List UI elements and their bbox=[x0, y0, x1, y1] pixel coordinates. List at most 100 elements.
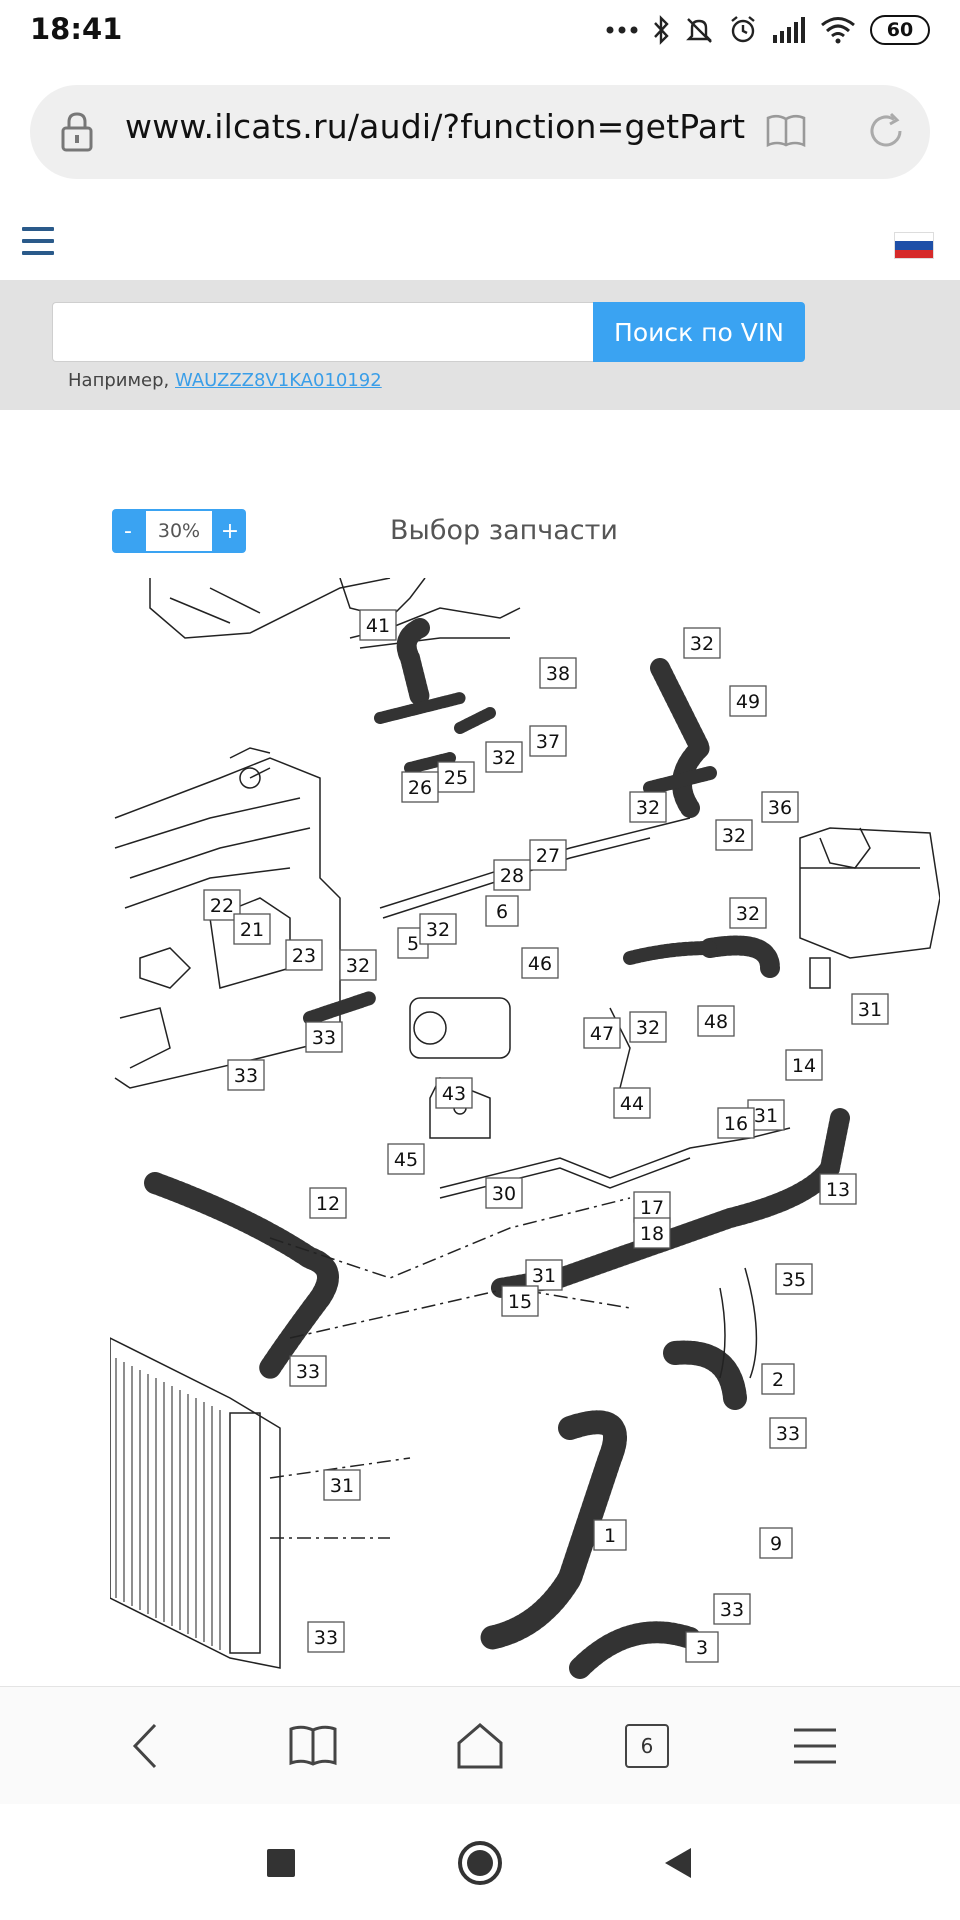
callout-32b: 32 bbox=[485, 741, 523, 773]
svg-text:30: 30 bbox=[492, 1183, 516, 1205]
vin-search-button[interactable]: Поиск по VIN bbox=[593, 302, 805, 362]
callout-32d: 32 bbox=[715, 819, 753, 851]
radiator bbox=[110, 1337, 281, 1669]
svg-text:33: 33 bbox=[314, 1627, 338, 1649]
callout-31b: 31 bbox=[747, 1099, 785, 1131]
svg-text:41: 41 bbox=[366, 615, 390, 637]
valve-assembly bbox=[409, 997, 511, 1139]
callout-23: 23 bbox=[285, 939, 323, 971]
zoom-value-field[interactable] bbox=[144, 509, 214, 553]
coolant-hoses bbox=[144, 618, 850, 1679]
svg-text:45: 45 bbox=[394, 1149, 418, 1171]
callout-32: 32 bbox=[683, 627, 721, 659]
callout-38: 38 bbox=[539, 657, 577, 689]
vin-search-input[interactable] bbox=[52, 302, 594, 362]
zoom-control: - + bbox=[112, 509, 246, 553]
back-triangle-icon[interactable] bbox=[652, 1837, 704, 1889]
bookmarks-icon[interactable] bbox=[278, 1711, 348, 1781]
callout-33d: 33 bbox=[769, 1417, 807, 1449]
browser-toolbar: 6 bbox=[0, 1686, 960, 1804]
parts-diagram[interactable]: 41 38 32 49 37 32 25 26 32 36 32 27 28 6… bbox=[110, 578, 940, 1686]
address-bar[interactable]: www.ilcats.ru/audi/?function=getParts bbox=[30, 85, 930, 179]
hamburger-menu-icon[interactable] bbox=[22, 227, 54, 257]
svg-text:9: 9 bbox=[770, 1533, 782, 1555]
svg-text:22: 22 bbox=[210, 895, 234, 917]
callout-17: 17 bbox=[633, 1191, 671, 1223]
svg-text:32: 32 bbox=[690, 633, 714, 655]
home-icon[interactable] bbox=[445, 1711, 515, 1781]
svg-text:33: 33 bbox=[312, 1027, 336, 1049]
callout-33e: 33 bbox=[713, 1593, 751, 1625]
callout-35: 35 bbox=[775, 1263, 813, 1295]
svg-text:43: 43 bbox=[442, 1083, 466, 1105]
menu-icon[interactable] bbox=[780, 1711, 850, 1781]
callout-31c: 31 bbox=[525, 1259, 563, 1291]
reload-icon[interactable] bbox=[865, 110, 907, 152]
callout-9: 9 bbox=[759, 1527, 793, 1559]
wifi-icon bbox=[821, 17, 855, 44]
vin-example-link[interactable]: WAUZZZ8V1KA010192 bbox=[175, 370, 382, 391]
zoom-in-button[interactable]: + bbox=[214, 509, 246, 553]
svg-text:14: 14 bbox=[792, 1055, 816, 1077]
svg-text:23: 23 bbox=[292, 945, 316, 967]
callout-27: 27 bbox=[529, 839, 567, 871]
callout-31: 31 bbox=[851, 993, 889, 1025]
url-text[interactable]: www.ilcats.ru/audi/?function=getParts bbox=[125, 107, 745, 146]
callout-28: 28 bbox=[493, 859, 531, 891]
callout-13: 13 bbox=[819, 1173, 857, 1205]
tabs-count: 6 bbox=[625, 1724, 669, 1768]
system-navigation bbox=[0, 1804, 960, 1920]
svg-text:37: 37 bbox=[536, 731, 560, 753]
expansion-tank bbox=[799, 827, 940, 989]
svg-text:33: 33 bbox=[776, 1423, 800, 1445]
svg-text:32: 32 bbox=[722, 825, 746, 847]
vin-search-panel: Поиск по VIN Например, WAUZZZ8V1KA010192 bbox=[0, 280, 960, 410]
callout-26: 26 bbox=[401, 771, 439, 803]
callout-45: 45 bbox=[387, 1143, 425, 1175]
bluetooth-icon bbox=[654, 15, 669, 45]
zoom-out-button[interactable]: - bbox=[112, 509, 144, 553]
svg-text:17: 17 bbox=[640, 1197, 664, 1219]
alarm-icon bbox=[731, 16, 755, 43]
page-title: Выбор запчасти bbox=[390, 515, 618, 546]
svg-text:32: 32 bbox=[636, 797, 660, 819]
callout-12: 12 bbox=[309, 1187, 347, 1219]
reader-mode-icon[interactable] bbox=[765, 113, 807, 149]
callout-33: 33 bbox=[305, 1021, 343, 1053]
svg-text:25: 25 bbox=[444, 767, 468, 789]
site-header bbox=[0, 210, 960, 280]
svg-text:5: 5 bbox=[407, 933, 419, 955]
callout-37: 37 bbox=[529, 725, 567, 757]
svg-text:1: 1 bbox=[604, 1525, 616, 1547]
svg-text:49: 49 bbox=[736, 691, 760, 713]
svg-text:2: 2 bbox=[772, 1369, 784, 1391]
svg-text:6: 6 bbox=[496, 901, 508, 923]
vin-example: Например, WAUZZZ8V1KA010192 bbox=[68, 370, 382, 391]
callout-47: 47 bbox=[583, 1017, 621, 1049]
svg-text:18: 18 bbox=[640, 1223, 664, 1245]
callout-46: 46 bbox=[521, 947, 559, 979]
callout-30: 30 bbox=[485, 1177, 523, 1209]
svg-text:32: 32 bbox=[636, 1017, 660, 1039]
callout-33c: 33 bbox=[289, 1355, 327, 1387]
callout-44: 44 bbox=[613, 1087, 651, 1119]
mute-icon bbox=[686, 18, 712, 43]
recents-icon[interactable] bbox=[255, 1837, 307, 1889]
callout-43: 43 bbox=[435, 1077, 473, 1109]
callout-18: 18 bbox=[633, 1217, 671, 1249]
home-circle-icon[interactable] bbox=[454, 1837, 506, 1889]
callout-16: 16 bbox=[717, 1107, 755, 1139]
callout-32f: 32 bbox=[419, 913, 457, 945]
svg-text:33: 33 bbox=[234, 1065, 258, 1087]
svg-text:48: 48 bbox=[704, 1011, 728, 1033]
callout-22: 22 bbox=[203, 889, 241, 921]
back-icon[interactable] bbox=[110, 1711, 180, 1781]
callout-6: 6 bbox=[485, 895, 519, 927]
svg-text:31: 31 bbox=[754, 1105, 778, 1127]
russian-flag-icon[interactable] bbox=[894, 232, 934, 259]
callout-32h: 32 bbox=[629, 1011, 667, 1043]
svg-text:12: 12 bbox=[316, 1193, 340, 1215]
svg-text:32: 32 bbox=[426, 919, 450, 941]
callout-32c: 32 bbox=[629, 791, 667, 823]
tabs-icon[interactable]: 6 bbox=[612, 1711, 682, 1781]
